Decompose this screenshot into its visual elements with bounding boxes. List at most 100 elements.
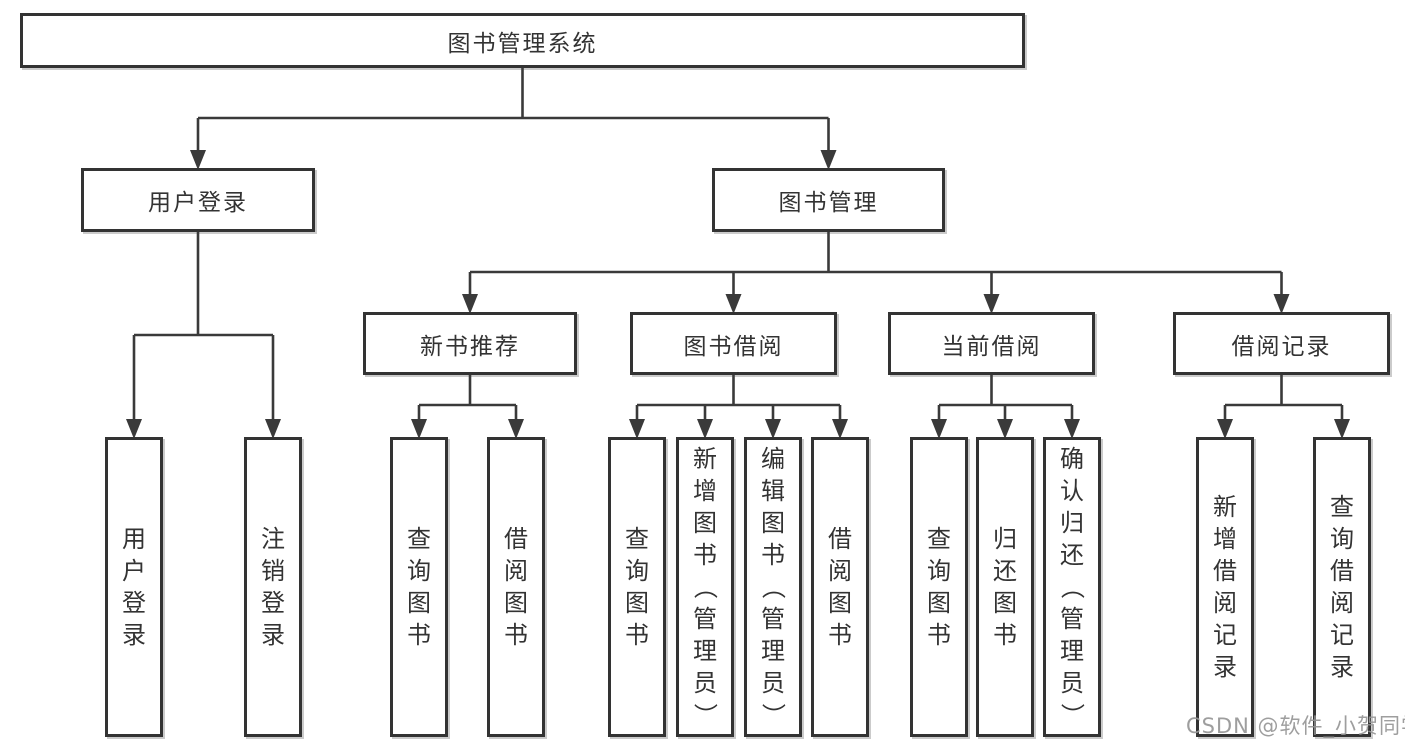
vertical-char: 书 <box>993 621 1017 649</box>
vertical-char: 借 <box>1213 557 1237 585</box>
node-label-user-login-action: 用户登录 <box>122 440 146 734</box>
node-label-new-book-recommendation: 新书推荐 <box>420 333 520 360</box>
vertical-char: 图 <box>927 589 951 617</box>
vertical-char: 员 <box>761 669 785 697</box>
vertical-char: 图 <box>693 509 717 537</box>
vertical-char: 员 <box>693 669 717 697</box>
node-label-query-books-recommend: 查询图书 <box>407 440 431 734</box>
node-query-books-recommend: 查询图书 <box>390 437 448 737</box>
node-label-borrow-books-borrowing: 借阅图书 <box>828 440 852 734</box>
node-label-current-borrowing: 当前借阅 <box>941 333 1042 360</box>
vertical-char: 新 <box>693 445 717 473</box>
vertical-char: 阅 <box>1330 589 1354 617</box>
vertical-char: ） <box>759 703 787 727</box>
vertical-char: 书 <box>693 541 717 569</box>
vertical-char: 增 <box>693 477 717 505</box>
vertical-char: 理 <box>761 637 785 665</box>
vertical-char: 图 <box>625 589 649 617</box>
vertical-char: 用 <box>122 525 146 553</box>
vertical-char: 记 <box>1330 621 1354 649</box>
node-borrow-records: 借阅记录 <box>1173 312 1390 375</box>
vertical-char: 借 <box>828 525 852 553</box>
vertical-char: 归 <box>993 525 1017 553</box>
node-label-query-borrow-record: 查询借阅记录 <box>1330 440 1354 734</box>
vertical-char: 管 <box>1060 605 1084 633</box>
node-add-borrow-record: 新增借阅记录 <box>1196 437 1254 737</box>
vertical-char: 管 <box>693 605 717 633</box>
vertical-char: 询 <box>927 557 951 585</box>
vertical-char: 新 <box>1213 493 1237 521</box>
node-user-login-action: 用户登录 <box>105 437 163 737</box>
vertical-char: 查 <box>1330 493 1354 521</box>
node-label-edit-books-admin: 编辑图书 （ 管理员 ） <box>759 440 787 734</box>
vertical-char: 归 <box>1060 509 1084 537</box>
vertical-char: 阅 <box>1213 589 1237 617</box>
node-borrow-books-recommend: 借阅图书 <box>487 437 545 737</box>
vertical-char: 管 <box>761 605 785 633</box>
node-library-management-system: 图书管理系统 <box>20 13 1025 68</box>
vertical-char: 登 <box>261 589 285 617</box>
vertical-char: 书 <box>625 621 649 649</box>
vertical-char: 书 <box>761 541 785 569</box>
vertical-char: 录 <box>122 621 146 649</box>
node-query-borrow-record: 查询借阅记录 <box>1313 437 1371 737</box>
vertical-char: 阅 <box>504 557 528 585</box>
vertical-char: 销 <box>261 557 285 585</box>
vertical-char: 图 <box>828 589 852 617</box>
vertical-char: 增 <box>1213 525 1237 553</box>
vertical-char: 还 <box>1060 541 1084 569</box>
node-user-login: 用户登录 <box>81 168 315 232</box>
vertical-char: 录 <box>1213 653 1237 681</box>
vertical-char: 登 <box>122 589 146 617</box>
node-add-books-admin: 新增图书（管理员） <box>676 437 734 737</box>
vertical-char: （ <box>759 575 787 599</box>
node-label-borrow-records: 借阅记录 <box>1231 333 1332 360</box>
vertical-char: 图 <box>993 589 1017 617</box>
node-borrow-books-borrowing: 借阅图书 <box>811 437 869 737</box>
vertical-char: 图 <box>761 509 785 537</box>
vertical-char: 询 <box>625 557 649 585</box>
node-edit-books-admin: 编辑图书 （ 管理员 ） <box>744 437 802 737</box>
node-label-return-books: 归还图书 <box>993 440 1017 734</box>
node-label-add-borrow-record: 新增借阅记录 <box>1213 440 1237 734</box>
vertical-char: （ <box>1058 575 1086 599</box>
vertical-char: 理 <box>693 637 717 665</box>
vertical-char: 认 <box>1060 477 1084 505</box>
node-query-books-borrowing: 查询图书 <box>608 437 666 737</box>
watermark: CSDN @软件_小贺同学 <box>1186 714 1405 738</box>
vertical-char: 借 <box>1330 557 1354 585</box>
vertical-char: 员 <box>1060 669 1084 697</box>
node-label-borrow-books-recommend: 借阅图书 <box>504 440 528 734</box>
vertical-char: 查 <box>407 525 431 553</box>
node-return-books: 归还图书 <box>976 437 1034 737</box>
node-label-library-management-system: 图书管理系统 <box>447 30 598 57</box>
vertical-char: 辑 <box>761 477 785 505</box>
vertical-char: 图 <box>504 589 528 617</box>
vertical-char: ） <box>1058 703 1086 727</box>
node-query-books-current: 查询图书 <box>910 437 968 737</box>
node-confirm-return-admin: 确认归还 （ 管理员 ） <box>1043 437 1101 737</box>
vertical-char: 借 <box>504 525 528 553</box>
vertical-char: 户 <box>122 557 146 585</box>
node-book-borrowing: 图书借阅 <box>630 312 837 375</box>
node-book-management: 图书管理 <box>712 168 945 232</box>
vertical-char: 确 <box>1060 445 1084 473</box>
vertical-char: 编 <box>761 445 785 473</box>
vertical-char: 书 <box>407 621 431 649</box>
vertical-char: 理 <box>1060 637 1084 665</box>
node-label-confirm-return-admin: 确认归还 （ 管理员 ） <box>1058 440 1086 734</box>
node-label-add-books-admin: 新增图书（管理员） <box>691 440 719 734</box>
node-label-book-borrowing: 图书借阅 <box>683 333 784 360</box>
node-label-user-login: 用户登录 <box>148 190 248 216</box>
vertical-char: 书 <box>504 621 528 649</box>
vertical-char: 图 <box>407 589 431 617</box>
vertical-char: 还 <box>993 557 1017 585</box>
node-label-query-books-current: 查询图书 <box>927 440 951 734</box>
node-current-borrowing: 当前借阅 <box>888 312 1095 375</box>
vertical-char: （ <box>691 575 719 599</box>
node-label-query-books-borrowing: 查询图书 <box>625 440 649 734</box>
vertical-char: 录 <box>261 621 285 649</box>
node-new-book-recommendation: 新书推荐 <box>363 312 577 375</box>
